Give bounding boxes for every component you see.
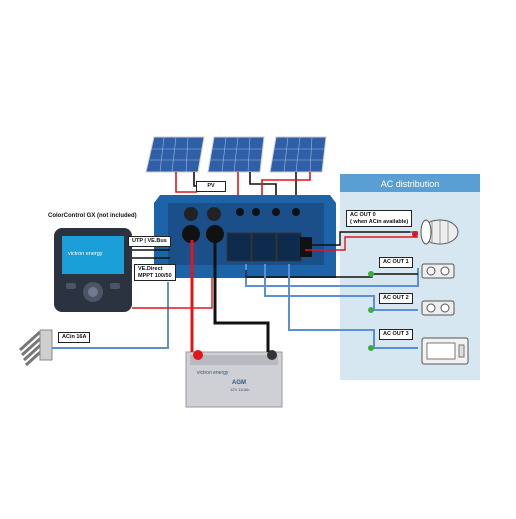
ac-out0-label: AC OUT 0 ( when ACin available): [346, 210, 413, 228]
ac-out1-label: AC OUT 1: [379, 257, 413, 268]
microwave-icon: [421, 337, 469, 365]
solar-panel-icon: [145, 136, 205, 173]
vedirect-line2: MPPT 100/50: [138, 272, 172, 279]
svg-text:12V 110Ah: 12V 110Ah: [230, 387, 250, 392]
ac-out0-line1: AC OUT 0: [350, 212, 376, 218]
svg-text:victron energy: victron energy: [197, 370, 229, 376]
multiplus-inverter-icon: [154, 195, 336, 278]
ac-distribution-title: AC distribution: [381, 179, 440, 189]
utp-vebus-label: UTP | VE.Bus: [128, 236, 171, 247]
pv-label: PV: [196, 181, 226, 192]
solar-panel-icon: [269, 136, 327, 173]
display-icon: victron energy: [54, 228, 132, 312]
ac-distribution-header: [340, 174, 480, 192]
svg-text:AGM: AGM: [232, 380, 246, 386]
ac-in-label: ACin 16A: [58, 332, 91, 343]
svg-text:victron energy: victron energy: [68, 251, 103, 257]
vedirect-label: VE.Direct MPPT 100/50: [134, 264, 176, 282]
color-control-label: ColorControl GX (not included): [48, 213, 137, 219]
solar-panel-icon: [207, 136, 265, 173]
ac-out3-label: AC OUT 3: [379, 329, 413, 340]
cable-reel-icon: [420, 219, 459, 245]
socket-icon: [421, 300, 455, 316]
vedirect-line1: VE.Direct: [138, 266, 163, 272]
socket-icon: [421, 263, 455, 279]
battery-icon: victron energy AGM 12V 110Ah: [185, 350, 283, 408]
ac-out2-label: AC OUT 2: [379, 293, 413, 304]
ac-out0-line2: ( when ACin available): [350, 218, 409, 225]
cable-reel-icon: [18, 329, 53, 367]
